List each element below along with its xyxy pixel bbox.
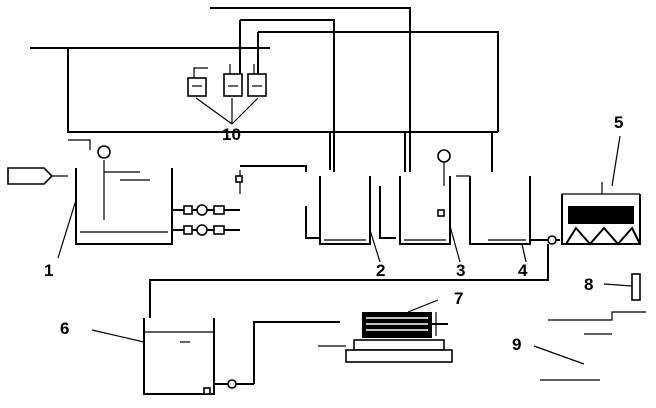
sludge-tank	[91, 318, 340, 395]
sludge-line	[149, 244, 549, 318]
reaction-tank-2	[319, 176, 396, 263]
regulating-tank	[57, 145, 173, 259]
label-2: 2	[376, 261, 385, 280]
reaction-tank-3	[399, 149, 470, 263]
label-6: 6	[60, 319, 69, 338]
label-7: 7	[454, 289, 463, 308]
label-10: 10	[222, 125, 241, 144]
label-1: 1	[44, 261, 53, 280]
label-4: 4	[518, 261, 528, 280]
dosing-tanks	[187, 64, 267, 125]
label-9: 9	[512, 335, 521, 354]
label-3: 3	[456, 261, 465, 280]
filter-press	[318, 299, 453, 363]
inlet-tag	[7, 167, 68, 185]
component-labels: 1 2 3 4 5 6 7 8 9 10	[44, 113, 623, 354]
reaction-tank-4	[469, 176, 560, 263]
discharge-outlet	[533, 273, 646, 381]
air-supply-lines	[30, 7, 499, 172]
settling-tank	[561, 135, 641, 246]
lift-pumps	[172, 165, 320, 239]
label-8: 8	[584, 275, 593, 294]
label-5: 5	[614, 113, 623, 132]
